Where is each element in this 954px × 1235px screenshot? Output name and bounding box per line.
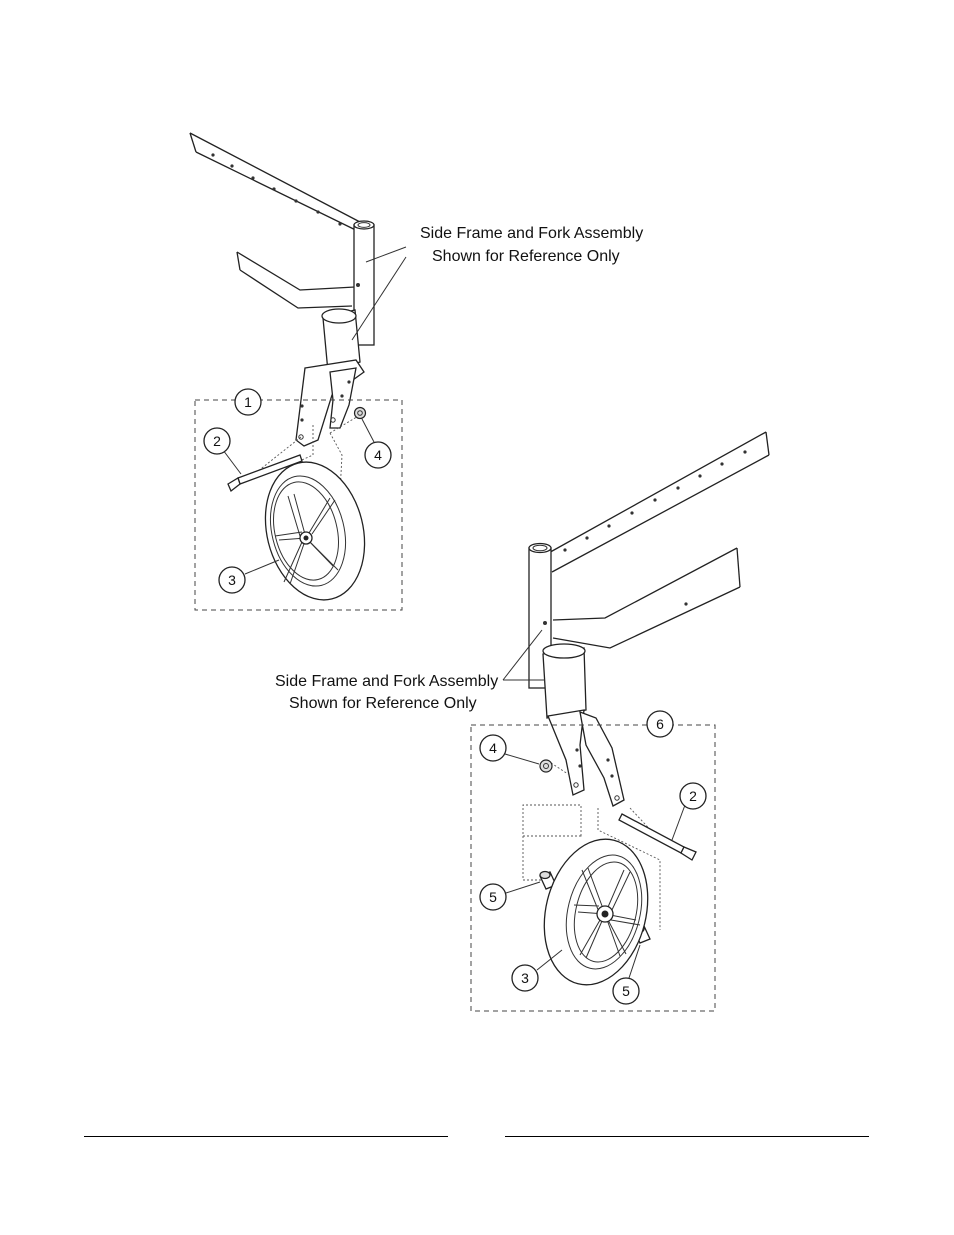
top-caster-wheel [264, 461, 366, 601]
top-reference-leader [351, 246, 407, 341]
bottom-caster-housing [542, 643, 587, 719]
top-callout-nut-leader [361, 418, 375, 443]
svg-text:5: 5 [489, 889, 497, 905]
bottom-fork [547, 709, 625, 807]
top-fork-stem [353, 220, 375, 346]
bottom-callout-wheel: 3 [511, 964, 539, 992]
svg-text:1: 1 [244, 394, 252, 410]
bottom-callout-nut-leader [504, 753, 540, 765]
top-axle-bolt [227, 454, 303, 493]
bottom-caster-wheel [543, 838, 649, 986]
top-caster-housing [321, 308, 361, 373]
svg-text:6: 6 [656, 716, 664, 732]
footer-rule-right [505, 1136, 869, 1137]
top-reference-note-line2: Shown for Reference Only [432, 248, 620, 265]
svg-text:3: 3 [228, 572, 236, 588]
bottom-callout-wheel-leader [536, 949, 563, 971]
top-callout-bolt-leader [222, 449, 242, 475]
bottom-side-frame [544, 431, 770, 649]
bottom-callout-spacer-left: 5 [479, 883, 507, 911]
top-fork [295, 359, 365, 447]
top-side-frame [189, 132, 373, 309]
svg-text:4: 4 [374, 447, 382, 463]
footer-rule-left [84, 1136, 448, 1137]
top-callout-nut: 4 [364, 441, 392, 469]
top-callout-wheel: 3 [218, 566, 246, 594]
bottom-axle-bolt [618, 813, 697, 861]
svg-text:4: 4 [489, 740, 497, 756]
bottom-callout-spacer-right: 5 [612, 977, 640, 1005]
bottom-callout-spacer-left-leader [505, 881, 541, 894]
bottom-callout-kit: 6 [646, 710, 674, 738]
svg-text:5: 5 [622, 983, 630, 999]
top-callout-wheel-leader [244, 559, 280, 575]
top-lock-nut [353, 406, 367, 420]
bottom-reference-note-line2: Shown for Reference Only [289, 695, 477, 712]
top-kit-boundary [194, 399, 403, 611]
bottom-kit-boundary [470, 724, 716, 1012]
bottom-callout-bolt-leader [671, 804, 686, 841]
bottom-callout-bolt: 2 [679, 782, 707, 810]
bottom-reference-leader [502, 629, 545, 681]
bottom-lock-nut [539, 759, 553, 773]
top-callout-bolt: 2 [203, 427, 231, 455]
top-reference-note-line1: Side Frame and Fork Assembly [420, 225, 643, 242]
bottom-reference-note-line1: Side Frame and Fork Assembly [275, 673, 498, 690]
top-callout-kit: 1 [234, 388, 262, 416]
bottom-callout-nut: 4 [479, 734, 507, 762]
svg-text:3: 3 [521, 970, 529, 986]
svg-text:2: 2 [213, 433, 221, 449]
bottom-callout-spacer-right-leader [628, 944, 641, 979]
svg-text:2: 2 [689, 788, 697, 804]
